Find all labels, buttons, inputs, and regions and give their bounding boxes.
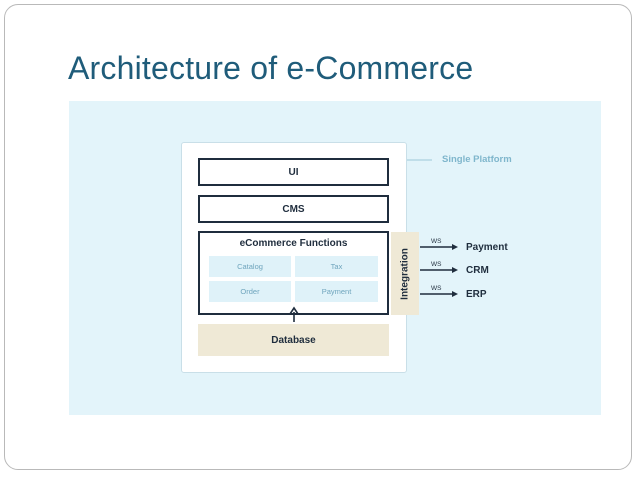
target-payment: Payment <box>466 242 508 253</box>
target-erp: ERP <box>466 289 487 300</box>
slide-title: Architecture of e-Commerce <box>68 50 474 86</box>
function-catalog: Catalog <box>209 256 291 277</box>
database-layer: Database <box>198 324 389 356</box>
ui-layer: UI <box>198 158 389 186</box>
function-tax: Tax <box>295 256 378 277</box>
function-payment: Payment <box>295 281 378 302</box>
database-up-arrow-head <box>289 306 299 315</box>
database-label: Database <box>271 334 316 346</box>
erp-arrow-head <box>452 291 458 297</box>
ui-layer-label: UI <box>288 166 299 178</box>
payment-arrow-head <box>452 244 458 250</box>
function-order: Order <box>209 281 291 302</box>
integration-layer: Integration <box>391 232 419 315</box>
ws-label-crm: WS <box>431 261 442 268</box>
crm-arrow-head <box>452 267 458 273</box>
cms-layer-label: CMS <box>282 203 305 215</box>
target-crm: CRM <box>466 265 489 276</box>
ws-label-payment: WS <box>431 238 442 245</box>
ecommerce-functions-title: eCommerce Functions <box>239 238 348 249</box>
single-platform-label: Single Platform <box>442 154 512 165</box>
ecommerce-functions-box: eCommerce Functions Catalog Tax Order Pa… <box>198 231 389 315</box>
ws-label-erp: WS <box>431 285 442 292</box>
cms-layer: CMS <box>198 195 389 223</box>
